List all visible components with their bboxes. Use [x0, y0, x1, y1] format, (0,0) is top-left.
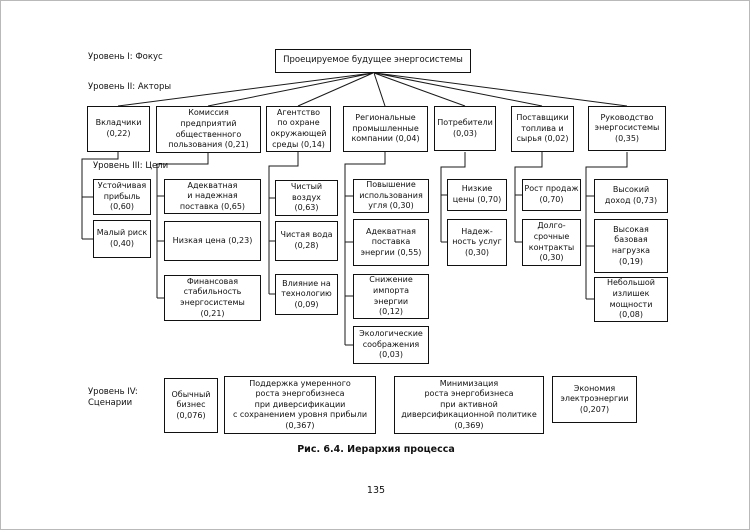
goal-node-2-3: Финансовая стабильность энергосистемы (0…: [164, 275, 261, 321]
actor-node-environment-agency: Агентство по охране окружающей среды (0,…: [266, 106, 331, 152]
level-2-label: Уровень II: Акторы: [88, 82, 172, 92]
scenario-node-minimized-growth: Минимизация роста энергобизнеса при акти…: [394, 376, 544, 434]
goal-node-5-1: Низкие цены (0,70): [447, 179, 507, 211]
goal-node-4-4: Экологические соображения (0,03): [353, 326, 429, 364]
goal-node-6-2: Долго- срочные контракты (0,30): [522, 219, 581, 266]
goal-node-3-1: Чистый воздух (0,63): [275, 180, 338, 216]
goal-node-2-1: Адекватная и надежная поставка (0,65): [164, 179, 261, 214]
goal-node-1-2: Малый риск (0,40): [93, 220, 151, 258]
actor-node-consumers: Потребители (0,03): [434, 106, 496, 151]
goal-node-7-1: Высокий доход (0,73): [594, 179, 668, 213]
actor-node-investors: Вкладчики (0,22): [87, 106, 150, 152]
goal-node-4-2: Адекватная поставка энергии (0,55): [353, 219, 429, 266]
page-number: 135: [366, 485, 386, 496]
level-1-label: Уровень I: Фокус: [88, 52, 163, 62]
goal-node-2-2: Низкая цена (0,23): [164, 221, 261, 261]
scenario-node-business-as-usual: Обычный бизнес (0,076): [164, 378, 218, 433]
goal-node-3-2: Чистая вода (0,28): [275, 221, 338, 261]
actor-node-energy-management: Руководство энергосистемы (0,35): [588, 106, 666, 151]
scenario-node-moderate-growth: Поддержка умеренного роста энергобизнеса…: [224, 376, 376, 434]
actor-node-fuel-suppliers: Поставщики топлива и сырья (0,02): [511, 106, 574, 152]
goal-node-6-1: Рост продаж (0,70): [522, 179, 581, 211]
level-3-label: Уровень III: Цели: [93, 161, 169, 171]
goal-node-4-1: Повышение использования угля (0,30): [353, 179, 429, 213]
goal-node-1-1: Устойчивая прибыль (0,60): [93, 179, 151, 215]
scenario-node-energy-saving: Экономия электроэнергии (0,207): [552, 376, 637, 423]
goal-node-5-2: Надеж- ность услуг (0,30): [447, 219, 507, 266]
actor-node-utility-commission: Комиссия предприятий общественного польз…: [156, 106, 261, 153]
figure-caption: Рис. 6.4. Иерархия процесса: [297, 444, 455, 455]
goal-node-7-3: Небольшой излишек мощности (0,08): [594, 277, 668, 322]
goal-node-3-3: Влияние на технологию (0,09): [275, 274, 338, 315]
level-4-label: Уровень IV: Сценарии: [88, 387, 138, 409]
focus-node: Проецируемое будущее энергосистемы: [275, 49, 471, 73]
goal-node-7-2: Высокая базовая нагрузка (0,19): [594, 219, 668, 273]
actor-node-regional-industry: Региональные промышленные компании (0,04…: [343, 106, 428, 152]
goal-node-4-3: Снижение импорта энергии (0,12): [353, 274, 429, 319]
